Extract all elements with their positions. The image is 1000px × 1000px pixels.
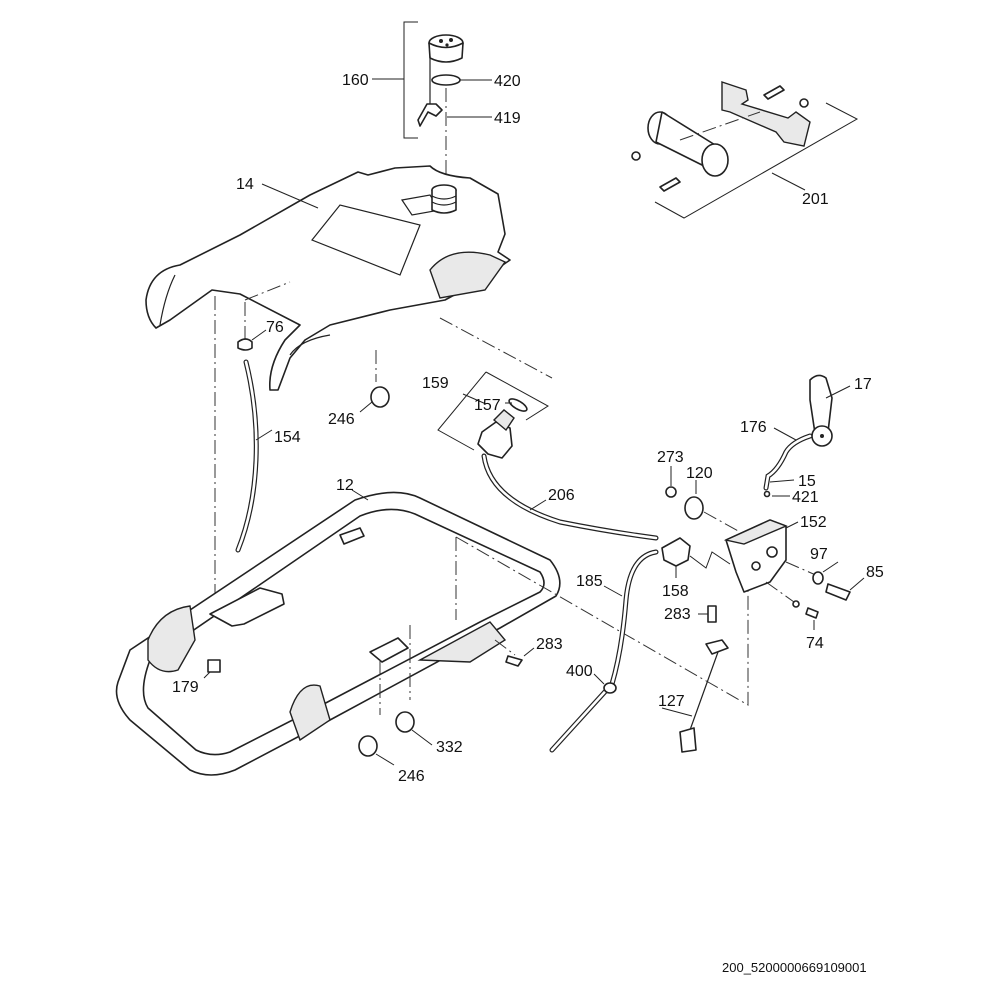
callout-12: 12 xyxy=(336,477,354,494)
washer-97 xyxy=(812,571,824,585)
callout-160: 160 xyxy=(342,72,369,89)
hose-185 xyxy=(549,549,659,753)
clamp-bracket xyxy=(721,81,811,147)
frame-12 xyxy=(115,489,561,776)
callout-246-lower: 246 xyxy=(398,768,425,785)
bracket-160 xyxy=(403,21,418,139)
callout-273: 273 xyxy=(657,449,684,466)
bracket-201 xyxy=(654,102,859,219)
callout-419: 419 xyxy=(494,110,521,127)
callout-15: 15 xyxy=(798,473,816,490)
callout-185: 185 xyxy=(576,573,603,590)
callout-176: 176 xyxy=(740,419,767,436)
callout-201: 201 xyxy=(802,191,829,208)
callout-246-upper: 246 xyxy=(328,411,355,428)
callout-159: 159 xyxy=(422,375,449,392)
callout-283-rod: 283 xyxy=(664,606,691,623)
fuel-valve-158 xyxy=(661,537,691,567)
callout-332: 332 xyxy=(436,739,463,756)
callout-152: 152 xyxy=(800,514,827,531)
drawing-code: 200_5200000669109001 xyxy=(722,960,867,975)
callout-76: 76 xyxy=(266,319,284,336)
callout-421: 421 xyxy=(792,489,819,506)
callout-420: 420 xyxy=(494,73,521,90)
sleeve-400 xyxy=(603,682,617,694)
callout-120: 120 xyxy=(686,465,713,482)
frame-foot-left xyxy=(147,605,196,673)
washer-120 xyxy=(684,496,704,520)
fuel-tank-cover xyxy=(145,165,553,660)
callout-74: 74 xyxy=(806,635,824,652)
callout-154: 154 xyxy=(274,429,301,446)
support-rod-127 xyxy=(705,639,729,655)
nut-273 xyxy=(665,486,677,498)
tank-top-panel xyxy=(311,204,421,276)
bolt-85 xyxy=(825,583,851,601)
nipple-421 xyxy=(763,490,771,498)
callout-97: 97 xyxy=(810,546,828,563)
cap-strap xyxy=(417,103,443,127)
bracket-159 xyxy=(485,371,549,421)
callout-17: 17 xyxy=(854,376,872,393)
hose-clamp-332 xyxy=(395,711,415,733)
callout-127: 127 xyxy=(658,693,685,710)
callout-157: 157 xyxy=(474,397,501,414)
callout-179: 179 xyxy=(172,679,199,696)
callout-158: 158 xyxy=(662,583,689,600)
hose-clamp-246-lower xyxy=(358,735,378,757)
bolt-283-rod xyxy=(707,605,717,623)
seal-ring-157 xyxy=(508,398,528,412)
callout-400: 400 xyxy=(566,663,593,680)
callout-206: 206 xyxy=(548,487,575,504)
hose-clamp-246 xyxy=(370,386,390,408)
grommet-76 xyxy=(237,338,253,351)
callout-14: 14 xyxy=(236,176,254,193)
o-ring xyxy=(431,74,461,86)
screw-74 xyxy=(805,607,819,619)
handle-mount-kit xyxy=(631,81,859,219)
fuel-cap-assembly xyxy=(372,21,492,180)
callout-283-frame: 283 xyxy=(536,636,563,653)
callout-85: 85 xyxy=(866,564,884,581)
bolt-283-frame xyxy=(505,655,523,667)
fuel-filter-assembly xyxy=(437,371,549,459)
flange-bolt-179 xyxy=(207,659,221,673)
